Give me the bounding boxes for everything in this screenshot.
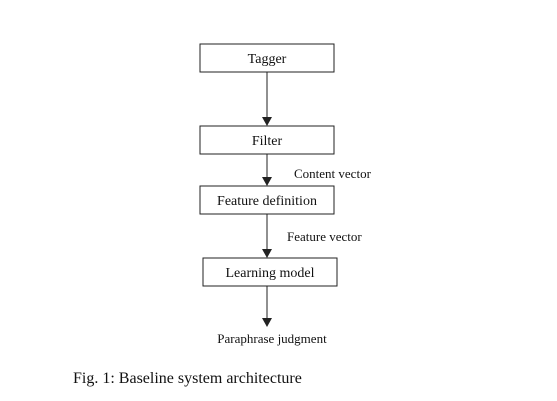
- arrowhead-filter-feature-definition: [262, 177, 272, 186]
- figure-caption: Fig. 1: Baseline system architecture: [73, 370, 302, 387]
- output-label-paraphrase-judgment: Paraphrase judgment: [217, 331, 327, 346]
- edge-label-feature-vector: Feature vector: [287, 229, 362, 244]
- node-feature-definition-label: Feature definition: [217, 194, 317, 209]
- node-feature-definition: Feature definition: [199, 185, 335, 215]
- node-learning-model-label: Learning model: [225, 266, 314, 281]
- node-filter: Filter: [199, 125, 335, 155]
- node-tagger: Tagger: [199, 43, 335, 73]
- arrowhead-learning-model-output: [262, 318, 272, 327]
- edge-label-content-vector: Content vector: [294, 166, 372, 181]
- node-filter-label: Filter: [252, 134, 283, 149]
- node-learning-model: Learning model: [202, 257, 338, 287]
- arrowhead-feature-definition-learning-model: [262, 249, 272, 258]
- arrowhead-tagger-filter: [262, 117, 272, 126]
- node-tagger-label: Tagger: [248, 52, 287, 67]
